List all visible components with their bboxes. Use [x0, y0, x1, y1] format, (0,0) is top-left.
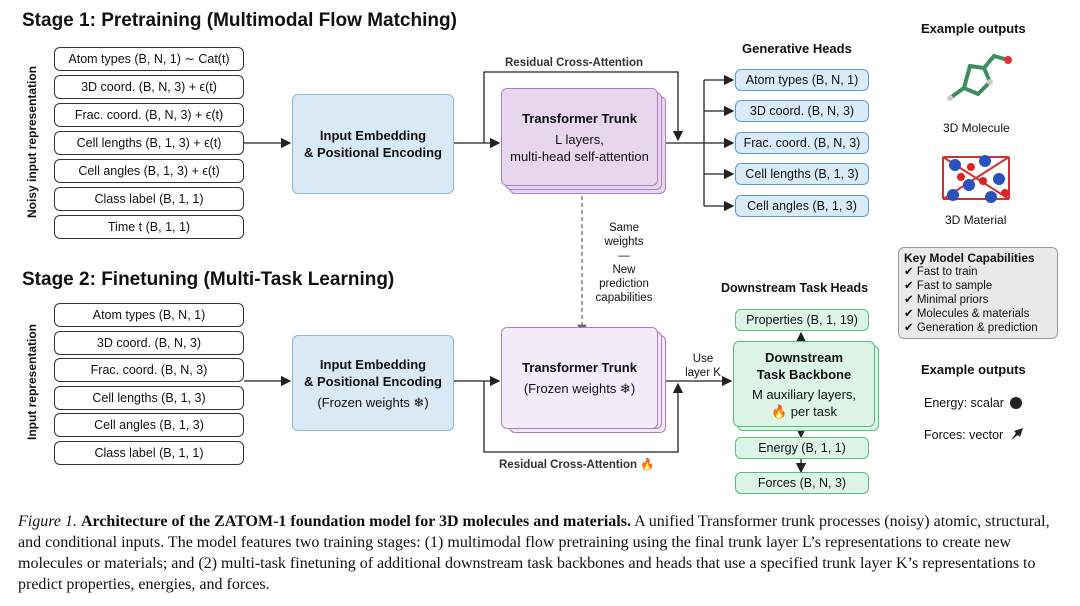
molecule-image: [947, 54, 1012, 101]
downstream-task-backbone: Downstream Task Backbone M auxiliary lay…: [733, 341, 875, 427]
head-atom-types: Atom types (B, N, 1): [735, 69, 869, 91]
stage1-input-atom-types: Atom types (B, N, 1) ∼ Cat(t): [54, 47, 244, 71]
capability-item: ✔ Molecules & materials: [904, 308, 1030, 320]
key-capabilities-box: Key Model Capabilities ✔ Fast to train ✔…: [898, 247, 1058, 339]
example-outputs-title-2: Example outputs: [921, 362, 1026, 377]
stage2-embed-line2: & Positional Encoding: [304, 373, 442, 389]
stage1-input-time: Time t (B, 1, 1): [54, 215, 244, 239]
head-energy: Energy (B, 1, 1): [735, 437, 869, 459]
capability-text: Generation & prediction: [916, 322, 1038, 334]
stage1-input-cell-lengths: Cell lengths (B, 1, 3) + ϵ(t): [54, 131, 244, 155]
capability-item: ✔ Generation & prediction: [904, 322, 1038, 334]
caption-fig-label: Figure 1.: [18, 513, 77, 530]
stage2-input-cell-angles: Cell angles (B, 1, 3): [54, 413, 244, 437]
capability-item: ✔ Fast to train: [904, 266, 978, 278]
stage2-input-class-label: Class label (B, 1, 1): [54, 441, 244, 465]
head-cell-angles: Cell angles (B, 1, 3): [735, 195, 869, 217]
use-layer-line1: Use: [692, 353, 714, 365]
note-line1: Same: [608, 222, 640, 234]
stage1-input-frac-coord: Frac. coord. (B, N, 3) + ϵ(t): [54, 103, 244, 127]
note-dash: —: [618, 250, 630, 262]
capability-text: Fast to train: [916, 266, 978, 278]
note-line4: prediction: [599, 278, 649, 290]
stage1-title: Stage 1: Pretraining (Multimodal Flow Ma…: [22, 10, 457, 31]
stage2-trunk-title: Transformer Trunk: [522, 360, 637, 375]
stage1-input-3d-coord: 3D coord. (B, N, 3) + ϵ(t): [54, 75, 244, 99]
backbone-line4: 🔥 per task: [770, 403, 838, 419]
stage2-embed-frozen: (Frozen weights ❄): [317, 394, 429, 410]
energy-output-label: Energy: scalar: [924, 396, 1004, 410]
stage1-input-cell-angles: Cell angles (B, 1, 3) + ϵ(t): [54, 159, 244, 183]
stage1-embed-line2: & Positional Encoding: [304, 145, 442, 160]
head-forces: Forces (B, N, 3): [735, 472, 869, 494]
example-outputs-title-1: Example outputs: [921, 21, 1026, 36]
shared-weights-note: Same weights — New prediction capabiliti…: [585, 221, 663, 305]
forces-output: Forces: vector: [924, 427, 1024, 442]
head-3d-coord: 3D coord. (B, N, 3): [735, 100, 869, 122]
note-line3: New: [612, 264, 636, 276]
stage1-trunk-title: Transformer Trunk: [522, 110, 637, 126]
forces-output-label: Forces: vector: [924, 428, 1004, 442]
note-line2: weights: [604, 236, 644, 248]
stage2-side-label: Input representation: [25, 324, 39, 441]
caption-title: Architecture of the ZATOM-1 foundation m…: [80, 513, 631, 530]
note-line5: capabilities: [595, 292, 653, 304]
stage2-input-3d-coord: 3D coord. (B, N, 3): [54, 331, 244, 355]
capability-text: Fast to sample: [916, 280, 993, 292]
stage1-trunk-attention: multi-head self-attention: [510, 148, 649, 164]
caption-body: A unified Transformer trunk processes (n…: [18, 513, 1050, 593]
backbone-line3: M auxiliary layers,: [751, 386, 857, 402]
capability-item: ✔ Minimal priors: [904, 294, 989, 306]
material-label: 3D Material: [945, 213, 1007, 227]
stage2-input-cell-lengths: Cell lengths (B, 1, 3): [54, 386, 244, 410]
stage2-embed-line1: Input Embedding: [319, 356, 427, 372]
backbone-line2: Task Backbone: [756, 366, 852, 382]
capability-item: ✔ Fast to sample: [904, 280, 993, 292]
stage1-trunk-layers: L layers,: [555, 131, 604, 147]
capability-text: Minimal priors: [916, 294, 989, 306]
downstream-heads-title: Downstream Task Heads: [721, 281, 869, 295]
stage2-input-frac-coord: Frac. coord. (B, N, 3): [54, 358, 244, 382]
use-layer-k-label: Use layer K: [678, 352, 728, 380]
stage1-input-class-label: Class label (B, 1, 1): [54, 187, 244, 211]
capabilities-title: Key Model Capabilities: [904, 251, 1035, 265]
stage2-residual-label: Residual Cross-Attention 🔥: [499, 459, 655, 471]
stage2-trunk-frozen: (Frozen weights ❄): [523, 381, 636, 396]
stage2-input-atom-types: Atom types (B, N, 1): [54, 303, 244, 327]
stage1-input-embedding: Input Embedding & Positional Encoding: [292, 94, 454, 194]
vector-arrow-icon: [1010, 428, 1023, 440]
head-cell-lengths: Cell lengths (B, 1, 3): [735, 163, 869, 185]
generative-heads-title: Generative Heads: [742, 41, 852, 56]
stage2-title: Stage 2: Finetuning (Multi-Task Learning…: [22, 269, 395, 290]
figure-caption: Figure 1. Architecture of the ZATOM-1 fo…: [18, 511, 1066, 595]
stage1-side-label: Noisy input representation: [25, 65, 39, 219]
stage1-residual-label: Residual Cross-Attention: [505, 57, 644, 69]
stage2-input-embedding: Input Embedding & Positional Encoding (F…: [292, 335, 454, 431]
head-properties: Properties (B, 1, 19): [735, 309, 869, 331]
use-layer-line2: layer K: [685, 367, 721, 379]
energy-output: Energy: scalar: [924, 396, 1023, 410]
stage2-transformer-trunk: Transformer Trunk (Frozen weights ❄): [501, 327, 658, 429]
head-frac-coord: Frac. coord. (B, N, 3): [735, 132, 869, 154]
molecule-label: 3D Molecule: [943, 121, 1010, 135]
material-image: [942, 155, 1010, 203]
stage1-embed-line1: Input Embedding: [319, 128, 427, 143]
stage1-transformer-trunk: Transformer Trunk L layers, multi-head s…: [501, 88, 658, 186]
backbone-line1: Downstream: [764, 349, 844, 365]
scalar-dot-icon: [1010, 397, 1023, 409]
capability-text: Molecules & materials: [916, 308, 1030, 320]
